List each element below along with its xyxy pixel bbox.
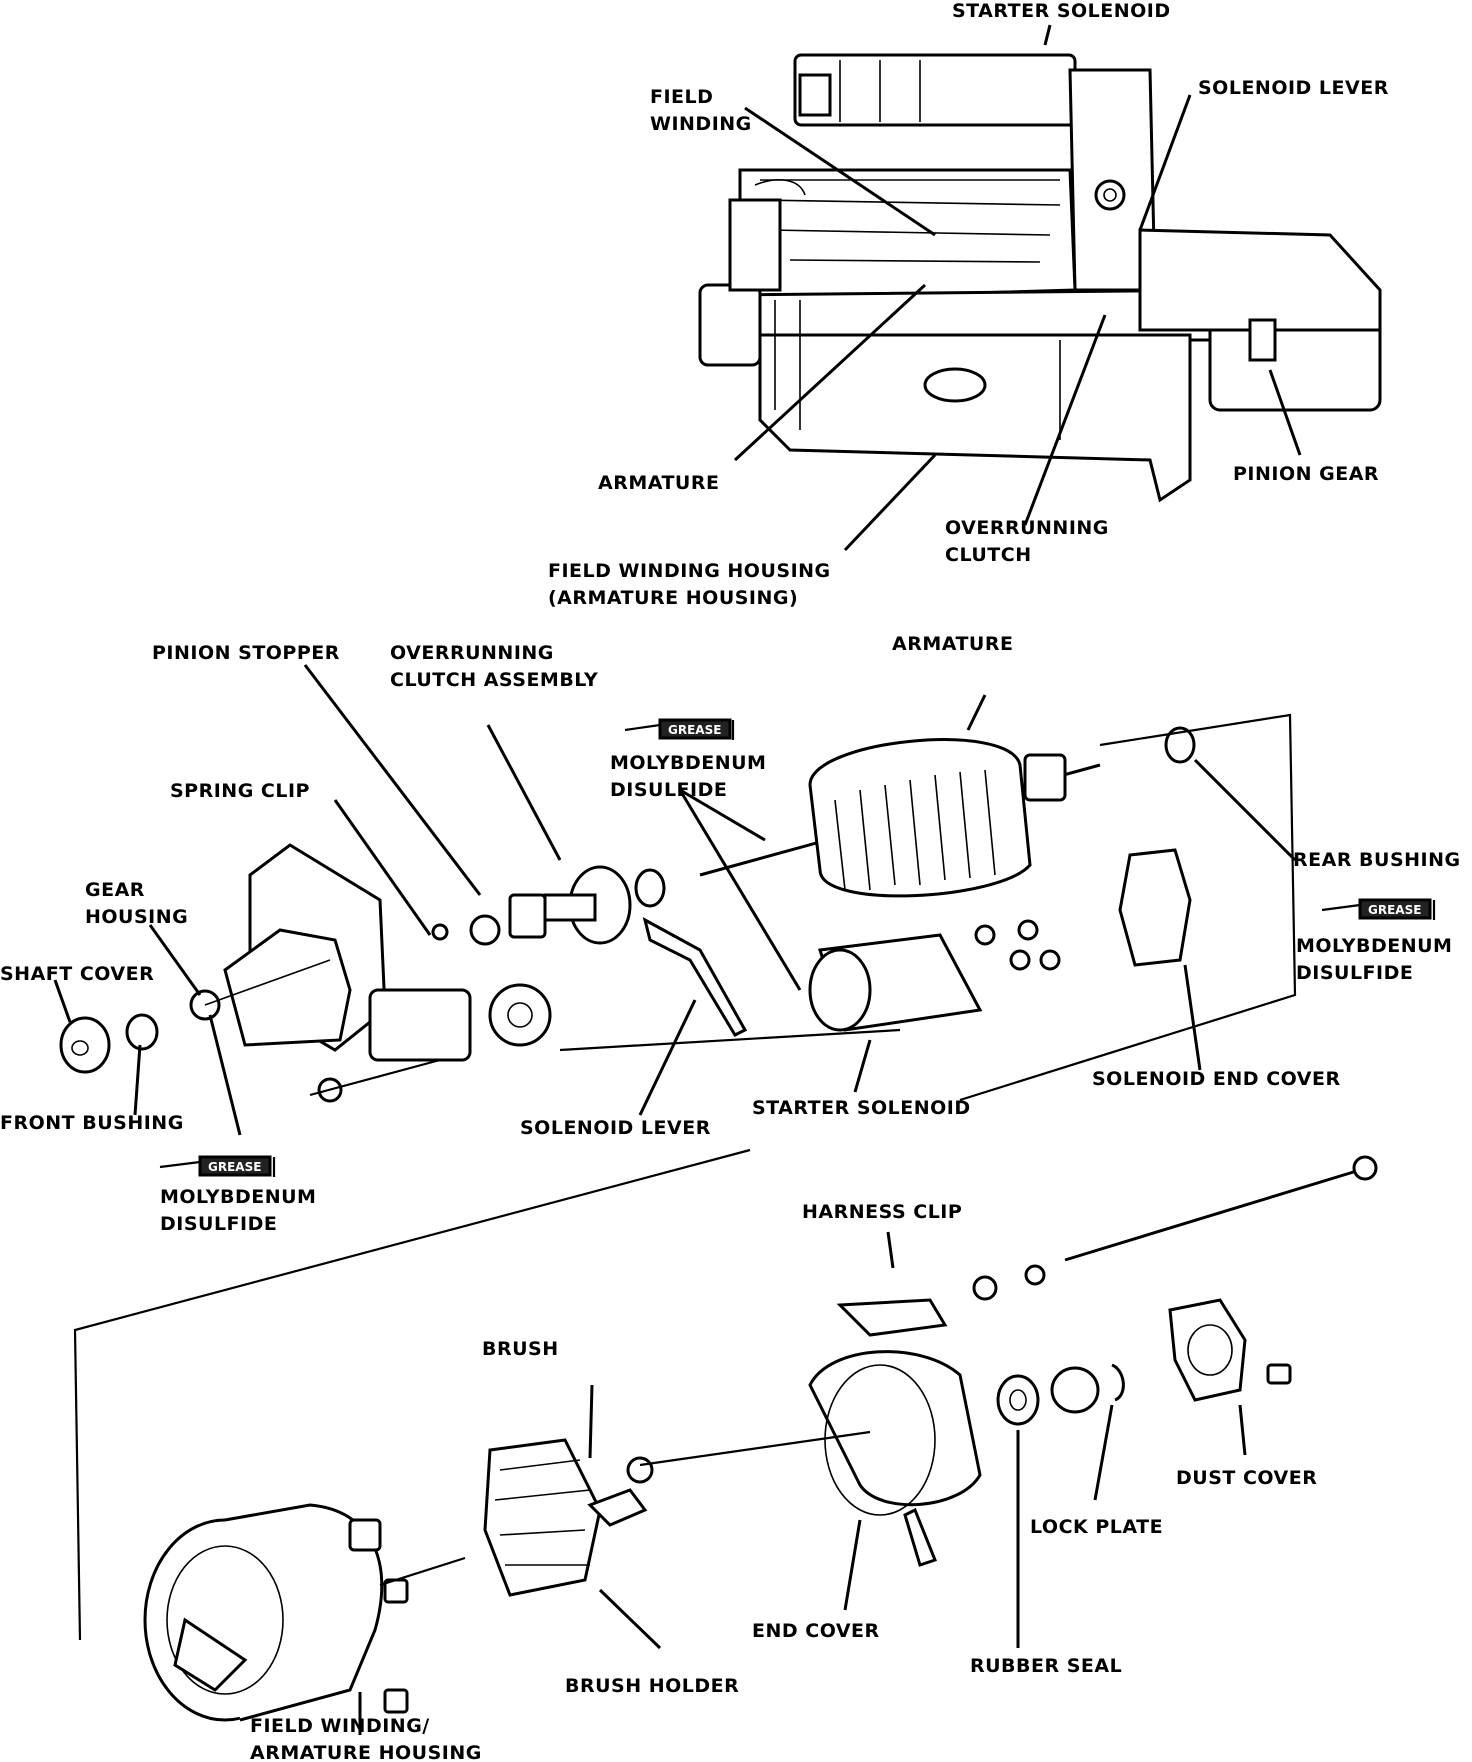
label-brush: BRUSH	[482, 1338, 559, 1360]
label-top-starter-solenoid: STARTER SOLENOID	[952, 0, 1171, 22]
label-overrunning-clutch-1: OVERRUNNING	[945, 517, 1109, 539]
label-solenoid-end-cover: SOLENOID END COVER	[1092, 1068, 1341, 1090]
bottom-exploded-illustration	[143, 1155, 1378, 1722]
label-end-cover: END COVER	[752, 1620, 880, 1642]
label-moly-center-2: DISULFIDE	[610, 779, 727, 801]
middle-leader-lines	[53, 664, 1297, 1136]
bottom-leader-lines	[73, 1148, 1247, 1735]
svg-text:GREASE: GREASE	[208, 1160, 261, 1174]
label-shaft-cover: SHAFT COVER	[0, 963, 154, 985]
label-top-solenoid-lever: SOLENOID LEVER	[1198, 77, 1389, 99]
label-rear-bushing: REAR BUSHING	[1293, 849, 1461, 871]
grease-tag-left: GREASE	[159, 1155, 276, 1177]
label-top-armature: ARMATURE	[598, 472, 719, 494]
top-leader-lines	[733, 24, 1302, 552]
label-moly-left-1: MOLYBDENUM	[160, 1186, 316, 1208]
label-overrunning-clutch-assembly-1: OVERRUNNING	[390, 642, 554, 664]
label-gear-housing-1: GEAR	[85, 879, 145, 901]
label-field-winding-housing-1: FIELD WINDING HOUSING	[548, 560, 831, 582]
label-moly-center-1: MOLYBDENUM	[610, 752, 766, 774]
label-overrunning-clutch-assembly-2: CLUTCH ASSEMBLY	[390, 669, 598, 691]
assembled-starter-illustration	[698, 53, 1382, 503]
label-bottom-field-winding-2: ARMATURE HOUSING	[250, 1742, 482, 1762]
svg-text:GREASE: GREASE	[668, 723, 721, 737]
label-rubber-seal: RUBBER SEAL	[970, 1655, 1122, 1677]
label-field-winding-housing-2: (ARMATURE HOUSING)	[548, 587, 798, 609]
label-lock-plate: LOCK PLATE	[1030, 1516, 1163, 1538]
label-bottom-field-winding-1: FIELD WINDING/	[250, 1715, 430, 1737]
label-pinion-gear: PINION GEAR	[1233, 463, 1379, 485]
label-moly-right-2: DISULFIDE	[1296, 962, 1413, 984]
grease-tag-center: GREASE	[624, 718, 735, 740]
label-harness-clip: HARNESS CLIP	[802, 1201, 962, 1223]
label-mid-armature: ARMATURE	[892, 633, 1013, 655]
label-gear-housing-2: HOUSING	[85, 906, 188, 928]
label-field-winding-2: WINDING	[650, 113, 752, 135]
grease-tag-right: GREASE	[1321, 898, 1436, 920]
label-mid-solenoid-lever: SOLENOID LEVER	[520, 1117, 711, 1139]
label-moly-right-1: MOLYBDENUM	[1296, 935, 1452, 957]
svg-text:GREASE: GREASE	[1368, 903, 1421, 917]
label-dust-cover: DUST COVER	[1176, 1467, 1317, 1489]
label-mid-starter-solenoid: STARTER SOLENOID	[752, 1097, 971, 1119]
label-pinion-stopper: PINION STOPPER	[152, 642, 340, 664]
label-front-bushing: FRONT BUSHING	[0, 1112, 184, 1134]
middle-exploded-illustration: GREASE GREASE GREASE	[59, 718, 1436, 1177]
label-field-winding-1: FIELD	[650, 86, 713, 108]
label-brush-holder: BRUSH HOLDER	[565, 1675, 739, 1697]
label-overrunning-clutch-2: CLUTCH	[945, 544, 1032, 566]
label-spring-clip: SPRING CLIP	[170, 780, 310, 802]
label-moly-left-2: DISULFIDE	[160, 1213, 277, 1235]
